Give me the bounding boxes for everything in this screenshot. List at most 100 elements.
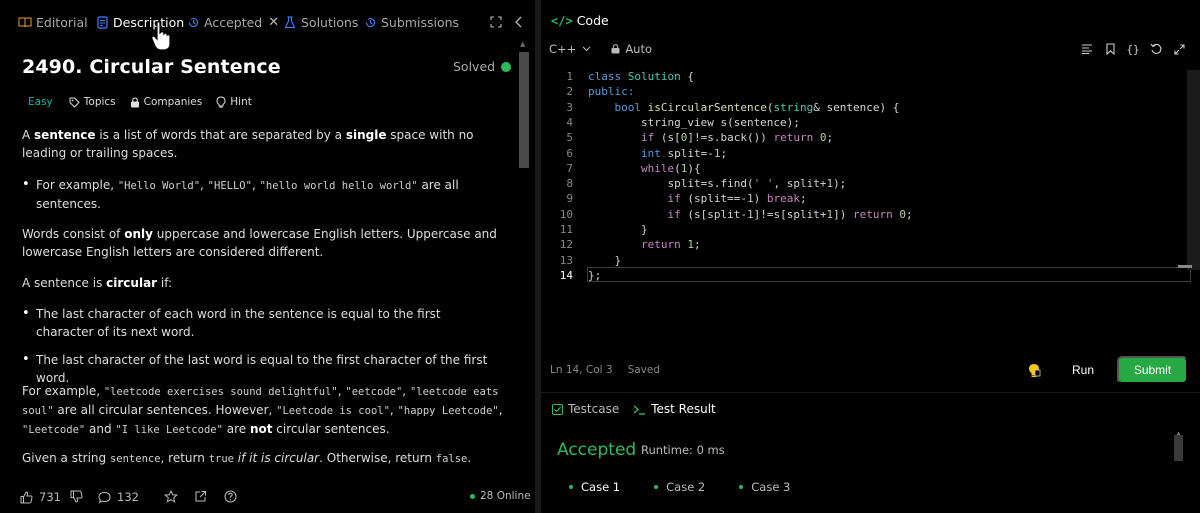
tab-submissions[interactable]: Submissions (363, 13, 459, 31)
format-lines-icon[interactable] (1078, 42, 1096, 56)
lock-icon (130, 96, 140, 108)
companies-button[interactable]: Companies (130, 96, 202, 108)
tab-label: Accepted (204, 14, 263, 30)
debugger-bulb-icon[interactable] (1027, 362, 1041, 378)
tab-label: Description (113, 14, 185, 30)
condition-bullet: The last character of the last word is e… (22, 351, 512, 387)
problem-title: 2490. Circular Sentence (22, 56, 281, 78)
description-paragraph: Words consist of only uppercase and lowe… (22, 227, 497, 259)
bookmark-icon[interactable] (1101, 42, 1119, 56)
flask-icon (283, 15, 297, 29)
panel-splitter[interactable] (535, 0, 541, 513)
submit-button[interactable]: Submit (1117, 356, 1188, 384)
panel-divider[interactable] (541, 392, 1200, 393)
share-icon (194, 490, 207, 503)
lock-icon (611, 44, 620, 54)
terminal-icon (633, 404, 646, 415)
code-panel-header: </> Code (551, 13, 609, 28)
book-icon (18, 15, 32, 29)
history-icon (186, 15, 200, 29)
run-button[interactable]: Run (1055, 356, 1111, 384)
code-line: 4 string_view s(sentence); (566, 115, 800, 129)
dislike-button[interactable] (70, 490, 89, 503)
verdict-label: Accepted (557, 440, 637, 460)
auto-mode-toggle[interactable]: Auto (611, 42, 652, 56)
solved-status: Solved (453, 59, 512, 74)
share-button[interactable] (194, 490, 213, 503)
code-line: 13 } (559, 253, 622, 267)
difficulty-badge: Easy (28, 96, 53, 108)
tab-testcase[interactable]: Testcase (552, 402, 619, 416)
comment-icon (98, 491, 111, 504)
pass-dot-icon (569, 485, 573, 489)
code-line: 9 if (split==-1) break; (566, 192, 807, 206)
result-scrollbar[interactable] (1174, 435, 1183, 461)
scroll-up-icon[interactable]: ▲ (520, 40, 526, 48)
condition-bullet: The last character of each word in the s… (22, 305, 482, 341)
tab-editorial[interactable]: Editorial (18, 13, 88, 31)
result-scroll-up-icon[interactable]: ▲ (1175, 430, 1182, 438)
editor-toolbar: C++ Auto (549, 42, 652, 56)
collapse-panel-icon[interactable] (514, 13, 524, 31)
thumbs-down-icon (70, 490, 83, 503)
tab-label: Submissions (381, 14, 460, 30)
code-icon: </> (551, 13, 573, 28)
chevron-down-icon (582, 46, 591, 52)
description-paragraph: For example, "leetcode exercises sound d… (22, 384, 503, 436)
history-icon (363, 15, 377, 29)
code-line: 3 bool isCircularSentence(string& senten… (566, 100, 900, 114)
hand-cursor-icon (151, 21, 171, 51)
tab-accepted[interactable]: Accepted ✕ (186, 13, 279, 31)
expand-icon[interactable] (490, 13, 502, 31)
problem-footer: 731 132 (0, 480, 535, 513)
tab-label: Editorial (36, 14, 88, 30)
case-tabs: Case 1 Case 2 Case 3 (569, 480, 824, 494)
problem-meta: Easy Topics Companies Hint (28, 96, 266, 108)
description-scrollbar[interactable] (519, 52, 529, 168)
close-icon[interactable]: ✕ (268, 14, 280, 30)
tab-description[interactable]: Description (95, 13, 184, 31)
braces-icon[interactable]: {} (1126, 42, 1140, 56)
cursor-position: Ln 14, Col 3 (550, 364, 613, 376)
topics-button[interactable]: Topics (69, 96, 116, 108)
favorite-button[interactable] (164, 490, 184, 503)
code-line: 12 return 1; (559, 238, 701, 252)
online-dot-icon (470, 493, 475, 499)
maximize-icon[interactable] (1170, 42, 1188, 56)
pass-dot-icon (739, 485, 744, 489)
solved-dot-icon (501, 61, 512, 72)
tab-test-result[interactable]: Test Result (633, 402, 716, 416)
scrollbar-marker (1178, 265, 1192, 268)
lightbulb-icon (216, 96, 226, 108)
editor-actions: {} (1073, 42, 1188, 56)
comments-button[interactable]: 132 (98, 490, 139, 504)
code-line: 5 if (s[0]!=s.back()) return 0; (566, 131, 834, 145)
editor-scrollbar[interactable] (1187, 70, 1200, 270)
like-button[interactable]: 731 (20, 490, 61, 504)
example-bullet: For example, "Hello World", "HELLO", "he… (22, 176, 512, 213)
description-paragraph: A sentence is a list of words that are s… (22, 128, 474, 160)
checkbox-icon (552, 403, 563, 415)
code-line: 8 split=s.find(' ', split+1); (566, 177, 847, 191)
code-panel: </> Code C++ Auto {} (541, 0, 1200, 513)
result-tabs: Testcase Test Result (552, 402, 730, 416)
case-tab-3[interactable]: Case 3 (739, 480, 790, 494)
save-status: Saved (627, 364, 661, 376)
language-select[interactable]: C++ (549, 42, 591, 56)
case-tab-2[interactable]: Case 2 (654, 480, 705, 494)
hint-button[interactable]: Hint (216, 96, 252, 108)
description-paragraph: Given a string sentence, return true if … (22, 451, 472, 465)
tab-label: Solutions (301, 14, 359, 30)
code-line: 6 int split=-1; (566, 146, 728, 160)
editor-status: Ln 14, Col 3 Saved (550, 364, 675, 376)
problem-tabs: Editorial Description Accepted ✕ Solutio… (0, 0, 535, 51)
tab-solutions[interactable]: Solutions (283, 13, 358, 31)
case-tab-1[interactable]: Case 1 (569, 480, 620, 494)
help-button[interactable] (224, 490, 243, 503)
star-icon (164, 490, 178, 503)
reset-icon[interactable] (1147, 42, 1165, 56)
tag-icon (69, 97, 80, 108)
